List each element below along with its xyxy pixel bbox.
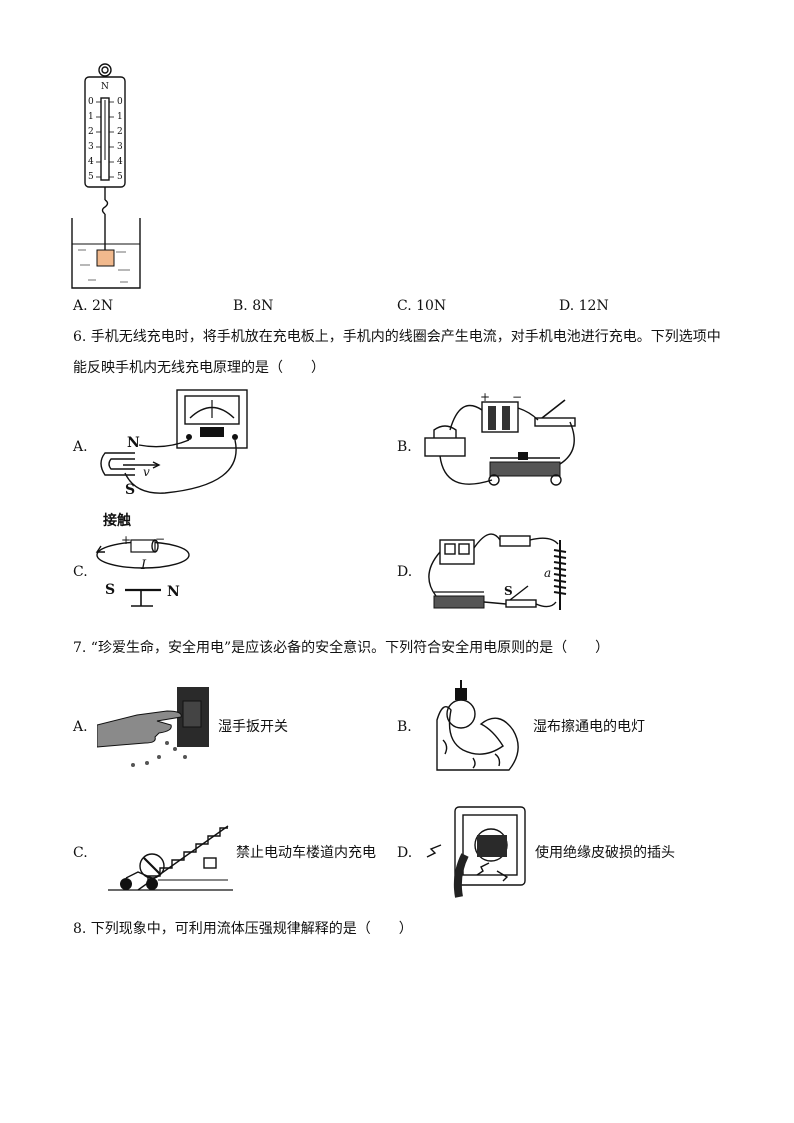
q7-figure-c bbox=[108, 820, 233, 900]
q7-option-c-letter[interactable]: C. bbox=[73, 845, 88, 861]
q7-figure-d bbox=[425, 805, 530, 900]
q6-figure-a: N S v bbox=[95, 385, 280, 500]
q5-option-b[interactable]: B. 8N bbox=[233, 298, 274, 314]
q7-figure-a bbox=[96, 685, 212, 770]
fig-c-plus: + bbox=[121, 533, 132, 547]
q7-stem: 7. “珍爱生命，安全用电”是应该必备的安全意识。下列符合安全用电原则的是（ ） bbox=[73, 640, 610, 656]
fig-c-touch-label: 接触 bbox=[103, 513, 131, 529]
fig-d-a-label: a bbox=[544, 566, 552, 580]
fig-a-s-label: S bbox=[125, 482, 136, 498]
q6-stem-line1: 6. 手机无线充电时，将手机放在充电板上，手机内的线圈会产生电流，对手机电池进行… bbox=[73, 329, 721, 345]
q6-figure-c: 接触 + − I S N bbox=[95, 510, 205, 610]
q5-option-d[interactable]: D. 12N bbox=[559, 298, 609, 314]
q7-option-b-letter[interactable]: B. bbox=[397, 719, 412, 735]
q5-option-a[interactable]: A. 2N bbox=[73, 298, 114, 314]
q6-option-d-letter[interactable]: D. bbox=[397, 564, 413, 580]
scale-unit: N bbox=[101, 82, 109, 92]
fig-c-i-label: I bbox=[141, 558, 147, 573]
q6-option-b-letter[interactable]: B. bbox=[397, 439, 412, 455]
q7-option-a-letter[interactable]: A. bbox=[73, 719, 88, 735]
q7-caption-b: 湿布擦通电的电灯 bbox=[533, 719, 645, 735]
fig-a-v-label: v bbox=[143, 465, 150, 479]
q6-figure-b: + − bbox=[420, 390, 590, 500]
fig-c-s-label: S bbox=[105, 582, 116, 598]
fig-b-minus: − bbox=[512, 390, 523, 404]
q8-stem: 8. 下列现象中，可利用流体压强规律解释的是（ ） bbox=[73, 921, 413, 937]
q6-option-a-letter[interactable]: A. bbox=[73, 439, 88, 455]
q6-option-c-letter[interactable]: C. bbox=[73, 564, 88, 580]
q5-option-c[interactable]: C. 10N bbox=[397, 298, 447, 314]
q7-caption-a: 湿手扳开关 bbox=[218, 719, 288, 735]
q6-stem-line2: 能反映手机内无线充电原理的是（ ） bbox=[73, 360, 325, 376]
fig-c-minus: − bbox=[155, 532, 166, 546]
q7-caption-d: 使用绝缘皮破损的插头 bbox=[535, 845, 675, 861]
q6-figure-d: a S bbox=[420, 520, 580, 620]
fig-c-n-label: N bbox=[167, 584, 180, 600]
q7-figure-b bbox=[433, 680, 528, 775]
fig-d-s-label: S bbox=[504, 584, 513, 598]
fig-b-plus: + bbox=[480, 390, 491, 404]
fig-a-n-label: N bbox=[127, 435, 140, 451]
q7-option-d-letter[interactable]: D. bbox=[397, 845, 413, 861]
q7-caption-c: 禁止电动车楼道内充电 bbox=[236, 845, 376, 861]
